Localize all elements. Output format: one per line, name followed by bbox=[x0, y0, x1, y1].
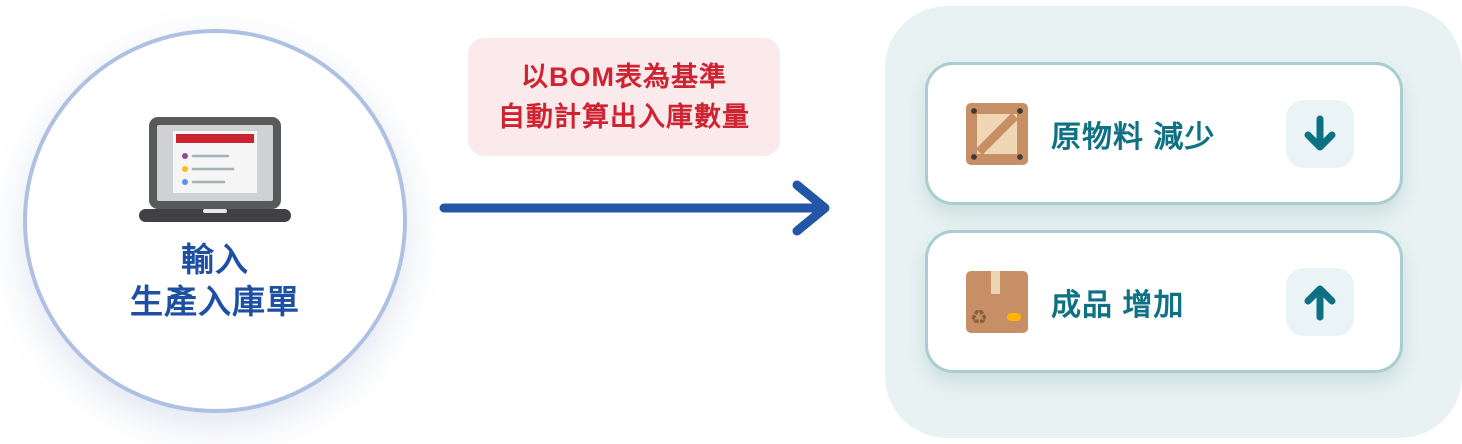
card-raw-material-label: 原物料 減少 bbox=[1051, 120, 1216, 154]
decrease-badge bbox=[1286, 99, 1354, 168]
card-raw-material: 原物料 減少 bbox=[925, 62, 1403, 205]
bom-rule-note-line2: 自動計算出入庫數量 bbox=[498, 102, 750, 132]
wooden-crate-icon bbox=[966, 102, 1028, 165]
cardboard-box-icon: ♻ bbox=[966, 270, 1028, 333]
input-step-label: 輸入 生產入庫單 bbox=[130, 239, 300, 323]
bom-rule-note: 以BOM表為基準 自動計算出入庫數量 bbox=[468, 38, 780, 156]
flow-arrow-icon bbox=[439, 180, 830, 236]
recycle-symbol: ♻ bbox=[970, 307, 988, 329]
arrow-down-icon bbox=[1304, 115, 1336, 150]
input-step-label-line1: 輸入 bbox=[181, 241, 249, 278]
arrow-up-icon bbox=[1304, 285, 1336, 320]
card-finished-goods-label: 成品 增加 bbox=[1051, 288, 1185, 322]
result-panel: 原物料 減少 ♻ 成品 增加 bbox=[885, 6, 1462, 438]
card-finished-goods: ♻ 成品 增加 bbox=[925, 230, 1403, 373]
laptop-document-icon bbox=[135, 117, 295, 223]
input-step-circle: 輸入 生產入庫單 bbox=[23, 29, 407, 413]
input-step-label-line2: 生產入庫單 bbox=[130, 283, 300, 320]
increase-badge bbox=[1286, 267, 1354, 336]
bom-rule-note-line1: 以BOM表為基準 bbox=[521, 62, 727, 92]
laptop-icon bbox=[139, 117, 291, 222]
